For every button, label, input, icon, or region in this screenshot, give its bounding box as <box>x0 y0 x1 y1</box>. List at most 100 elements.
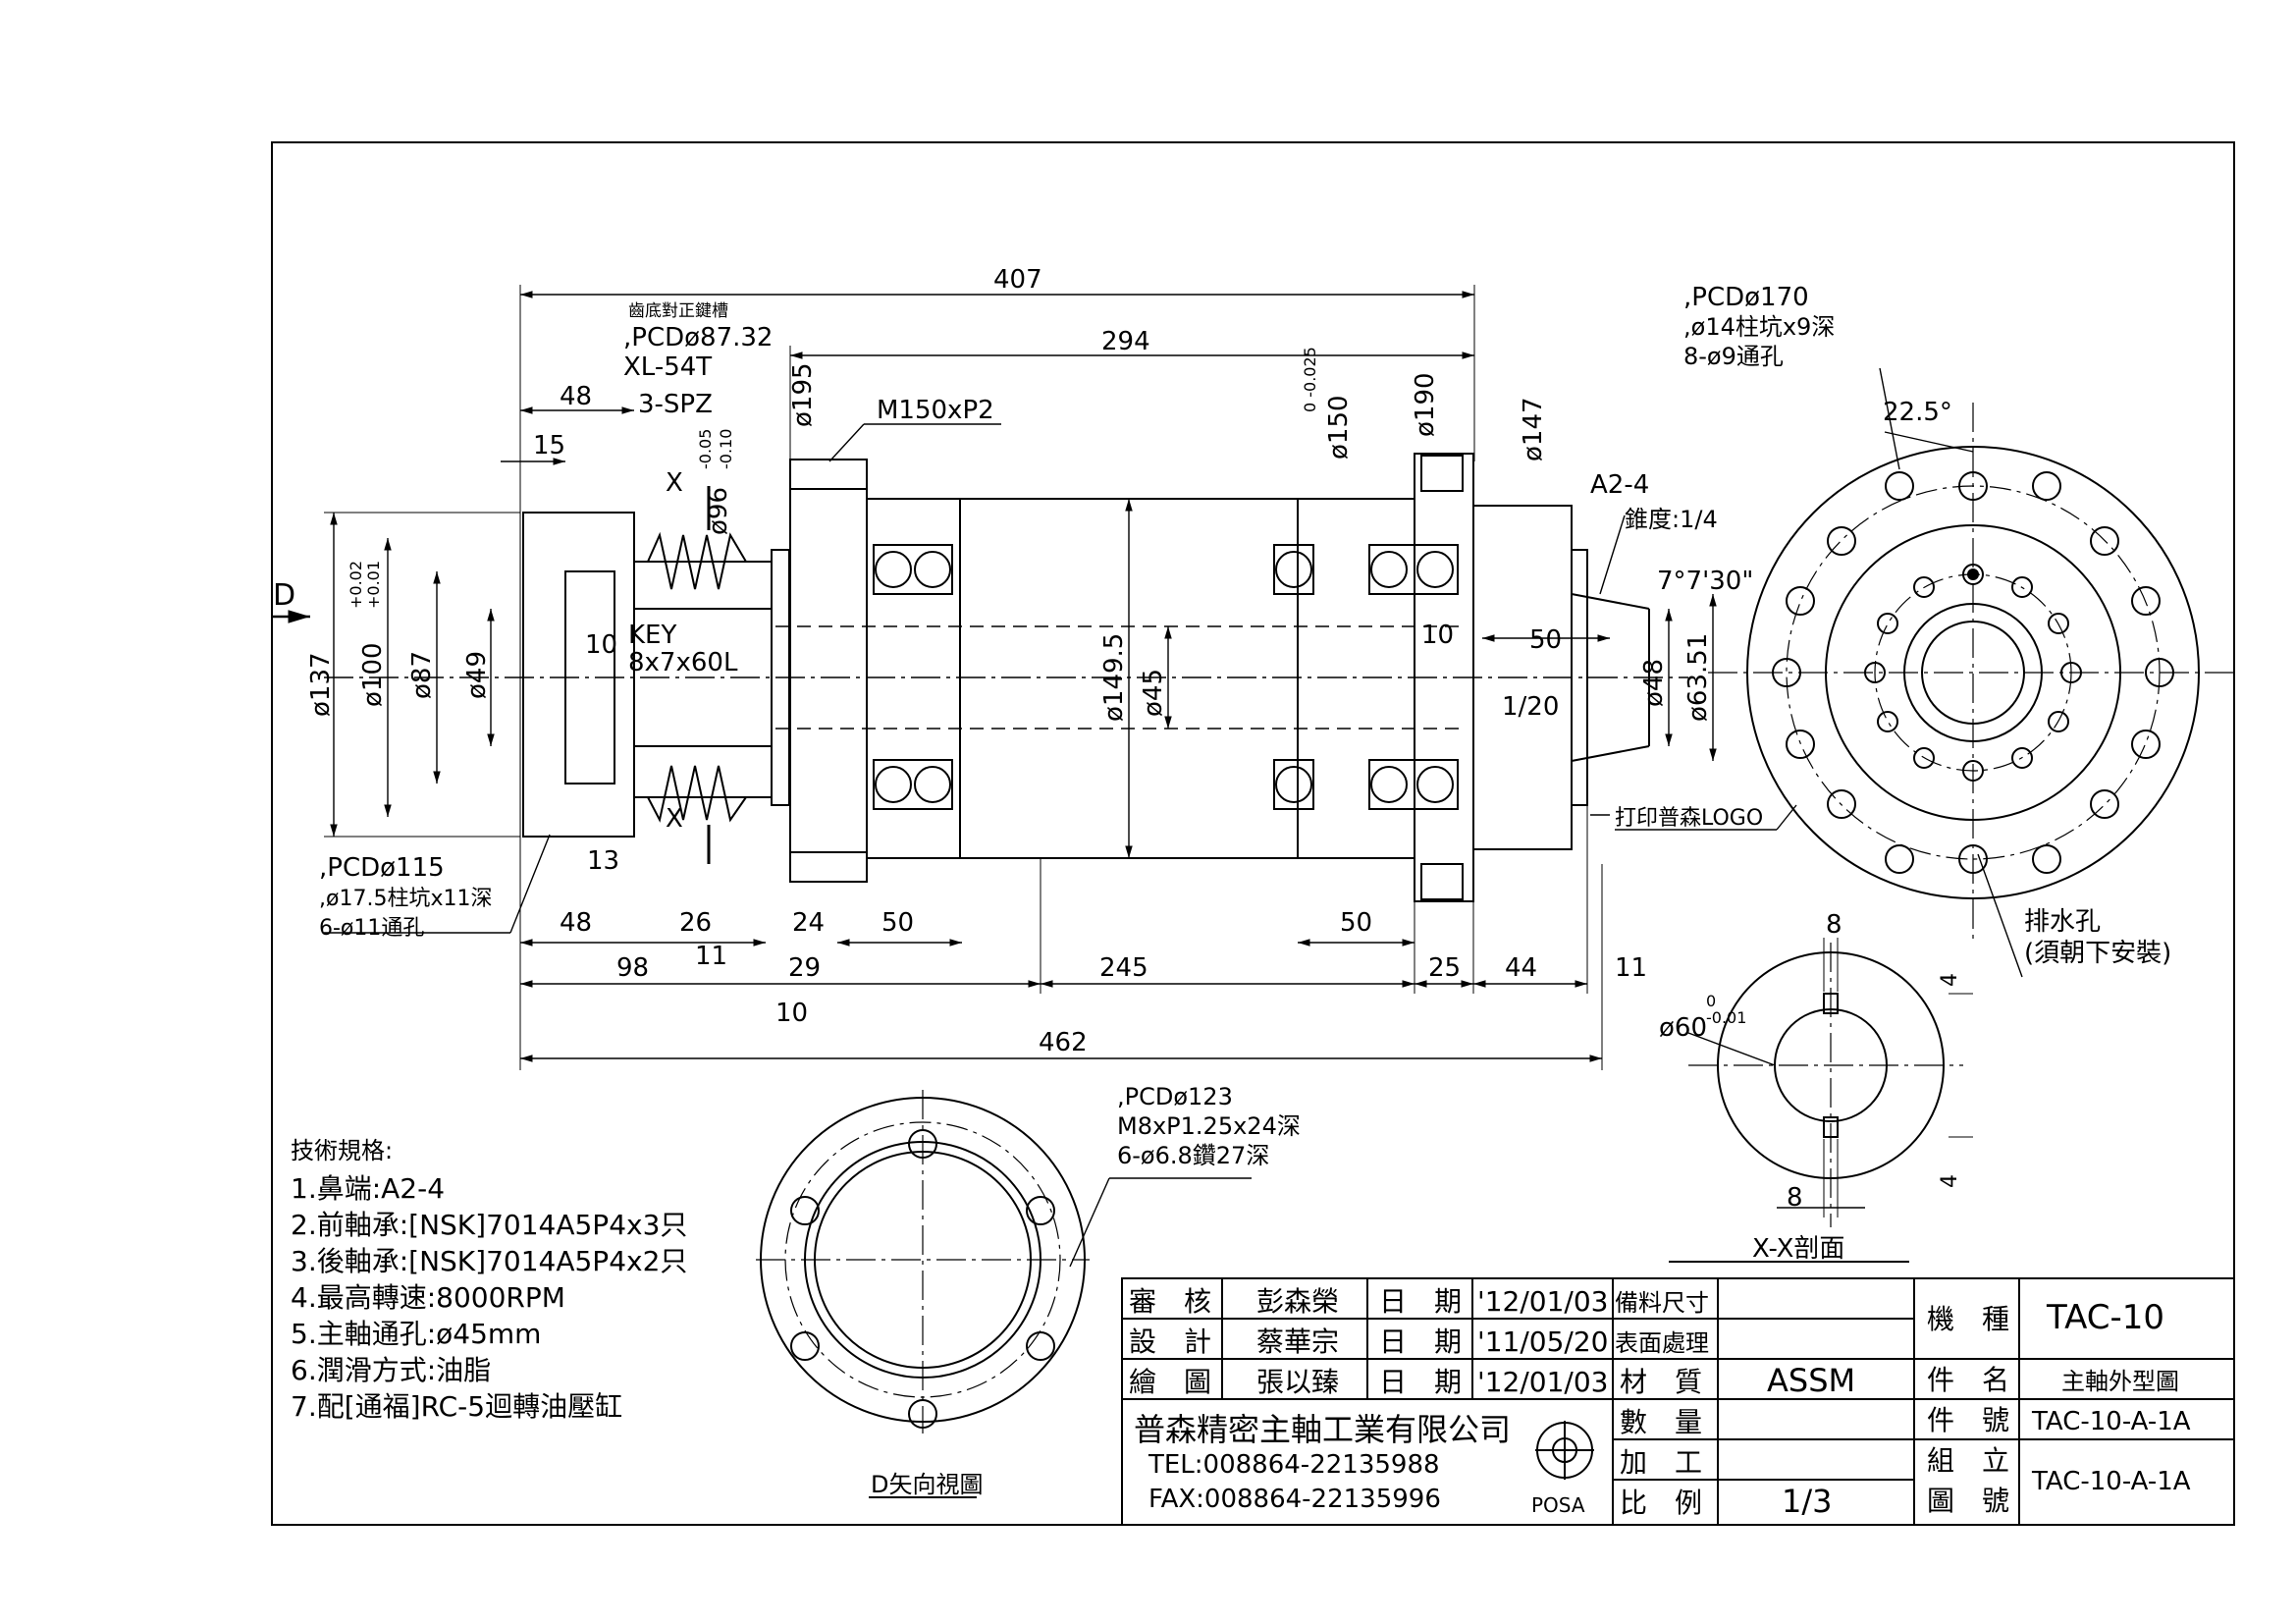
tb-material-label: 材 質 <box>1620 1366 1702 1398</box>
dim-phi190: ø190 <box>1411 372 1440 437</box>
dim-phi48: ø48 <box>1639 659 1669 707</box>
dim-phi100: ø100 <box>358 642 388 707</box>
dim-phi100-tol-a: +0.02 <box>347 561 365 609</box>
tb-stock-label: 備料尺寸 <box>1615 1289 1709 1317</box>
dim-50-right: 50 <box>1529 625 1562 655</box>
tb-part-name-label: 件 名 <box>1927 1364 2009 1396</box>
note-pulley-3: XL-54T <box>623 352 712 382</box>
taper-slope: 1/20 <box>1502 692 1559 722</box>
tb-draw-name: 張以臻 <box>1256 1366 1339 1398</box>
dim-phi195: ø195 <box>788 362 818 427</box>
side-view <box>273 285 1797 1070</box>
section-dim-8-bottom: 8 <box>1787 1183 1803 1213</box>
section-phi60-tol-a: 0 <box>1706 992 1716 1010</box>
dim-48-top: 48 <box>560 382 592 411</box>
d-view-note-2: M8xP1.25x24深 <box>1117 1112 1301 1140</box>
dim-10-left: 10 <box>585 630 617 660</box>
spec-list: 技術規格: 1.鼻端:A2-4 2.前軸承:[NSK]7014A5P4x3只 3… <box>291 1137 687 1423</box>
dim-phi147: ø147 <box>1519 397 1548 461</box>
taper-angle: 7°7'30" <box>1657 567 1753 596</box>
dim-462: 462 <box>1039 1028 1088 1057</box>
note-bolt-2: ,ø17.5柱坑x11深 <box>319 887 492 911</box>
dim-245: 245 <box>1099 953 1148 983</box>
spec-item-2: 2.前軸承:[NSK]7014A5P4x3只 <box>291 1209 687 1241</box>
section-phi60-tol-b: -0.01 <box>1706 1008 1746 1027</box>
tb-part-no-label: 件 號 <box>1927 1404 2009 1436</box>
tb-logo-text: POSA <box>1531 1493 1585 1517</box>
front-view <box>1708 367 2238 978</box>
spec-item-7: 7.配[通福]RC-5迴轉油壓缸 <box>291 1390 622 1423</box>
section-title: X-X剖面 <box>1752 1234 1844 1264</box>
dim-10-low: 10 <box>775 999 808 1028</box>
note-pulley-1: 齒底對正鍵槽 <box>628 301 728 321</box>
dim-98: 98 <box>616 953 649 983</box>
tb-draw-label: 繪 圖 <box>1129 1366 1211 1398</box>
tb-scale-label: 比 例 <box>1620 1487 1702 1519</box>
dim-48-bottom: 48 <box>560 908 592 938</box>
dim-50b: 50 <box>1340 908 1372 938</box>
section-mark-top: X <box>666 468 683 498</box>
section-dim-8-top: 8 <box>1826 910 1842 940</box>
dim-phi150: ø150 <box>1324 395 1354 460</box>
tb-assembly-label-2: 圖 號 <box>1927 1485 2009 1517</box>
dim-phi49: ø49 <box>462 651 492 699</box>
spec-heading: 技術規格: <box>291 1137 393 1164</box>
tb-review-label: 審 核 <box>1129 1285 1211 1318</box>
dim-phi150-tol: 0 -0.025 <box>1301 347 1319 412</box>
tb-fax: FAX:008864-22135996 <box>1148 1485 1441 1514</box>
dim-phi96-tol-a: -0.05 <box>696 429 715 469</box>
d-view-title: D矢向視圖 <box>871 1471 983 1498</box>
d-view-note-1: ,PCDø123 <box>1117 1083 1233 1110</box>
section-dim-4-bottom: 4 <box>1938 1174 1962 1188</box>
front-note-3: 8-ø9通孔 <box>1683 343 1784 370</box>
dim-phi96-tol-b: -0.10 <box>717 429 735 469</box>
note-key-2: 8x7x60L <box>628 648 738 677</box>
note-bolt-3: 6-ø11通孔 <box>319 916 424 941</box>
tb-date-2: '11/05/20 <box>1477 1325 1608 1358</box>
note-key-1: KEY <box>628 621 676 650</box>
spec-item-4: 4.最高轉速:8000RPM <box>291 1281 565 1314</box>
dim-26: 26 <box>679 908 712 938</box>
note-logo: 打印普森LOGO <box>1615 806 1763 831</box>
tb-part-no-value: TAC-10-A-1A <box>2031 1407 2191 1436</box>
dim-50a: 50 <box>881 908 914 938</box>
note-nose-2: 錐度:1/4 <box>1625 506 1718 533</box>
tb-part-name-value: 主軸外型圖 <box>2061 1368 2179 1395</box>
tb-qty-label: 數 量 <box>1620 1406 1702 1438</box>
dim-44: 44 <box>1505 953 1537 983</box>
d-view <box>756 1090 1252 1498</box>
tb-assembly-value: TAC-10-A-1A <box>2031 1467 2191 1496</box>
note-thread: M150xP2 <box>877 396 994 425</box>
dim-24: 24 <box>792 908 825 938</box>
drain-note-2: (須朝下安裝) <box>2024 939 2171 968</box>
spec-item-1: 1.鼻端:A2-4 <box>291 1172 445 1205</box>
tb-date-label-3: 日 期 <box>1379 1366 1462 1398</box>
d-view-note-3: 6-ø6.8鑽27深 <box>1117 1142 1269 1169</box>
tb-model-label: 機 種 <box>1927 1303 2009 1335</box>
dim-phi137: ø137 <box>306 652 336 717</box>
front-note-2: ,ø14柱坑x9深 <box>1683 313 1835 341</box>
section-dim-4-top: 4 <box>1938 973 1962 987</box>
tb-assembly-label-1: 組 立 <box>1927 1444 2009 1477</box>
dim-11b: 11 <box>1615 953 1647 983</box>
dim-phi96: ø96 <box>704 487 733 535</box>
section-view <box>1669 938 1973 1263</box>
tb-date-label-1: 日 期 <box>1379 1285 1462 1318</box>
dim-phi63: ø63.51 <box>1683 633 1713 722</box>
tb-scale-value: 1/3 <box>1782 1483 1833 1520</box>
tb-tel: TEL:008864-22135988 <box>1148 1450 1440 1480</box>
dim-407: 407 <box>993 265 1042 295</box>
dim-15: 15 <box>533 431 565 460</box>
tb-design-label: 設 計 <box>1129 1325 1211 1358</box>
tb-model-value: TAC-10 <box>2046 1298 2164 1337</box>
dim-294: 294 <box>1101 327 1150 356</box>
spec-item-3: 3.後軸承:[NSK]7014A5P4x2只 <box>291 1245 687 1277</box>
tb-date-3: '12/01/03 <box>1477 1366 1608 1398</box>
tb-date-1: '12/01/03 <box>1477 1285 1608 1318</box>
tb-surface-label: 表面處理 <box>1615 1329 1709 1357</box>
tb-date-label-2: 日 期 <box>1379 1325 1462 1358</box>
tb-process-label: 加 工 <box>1620 1446 1702 1479</box>
tb-company: 普森精密主軸工業有限公司 <box>1134 1411 1511 1448</box>
tb-design-name: 蔡華宗 <box>1256 1325 1339 1358</box>
